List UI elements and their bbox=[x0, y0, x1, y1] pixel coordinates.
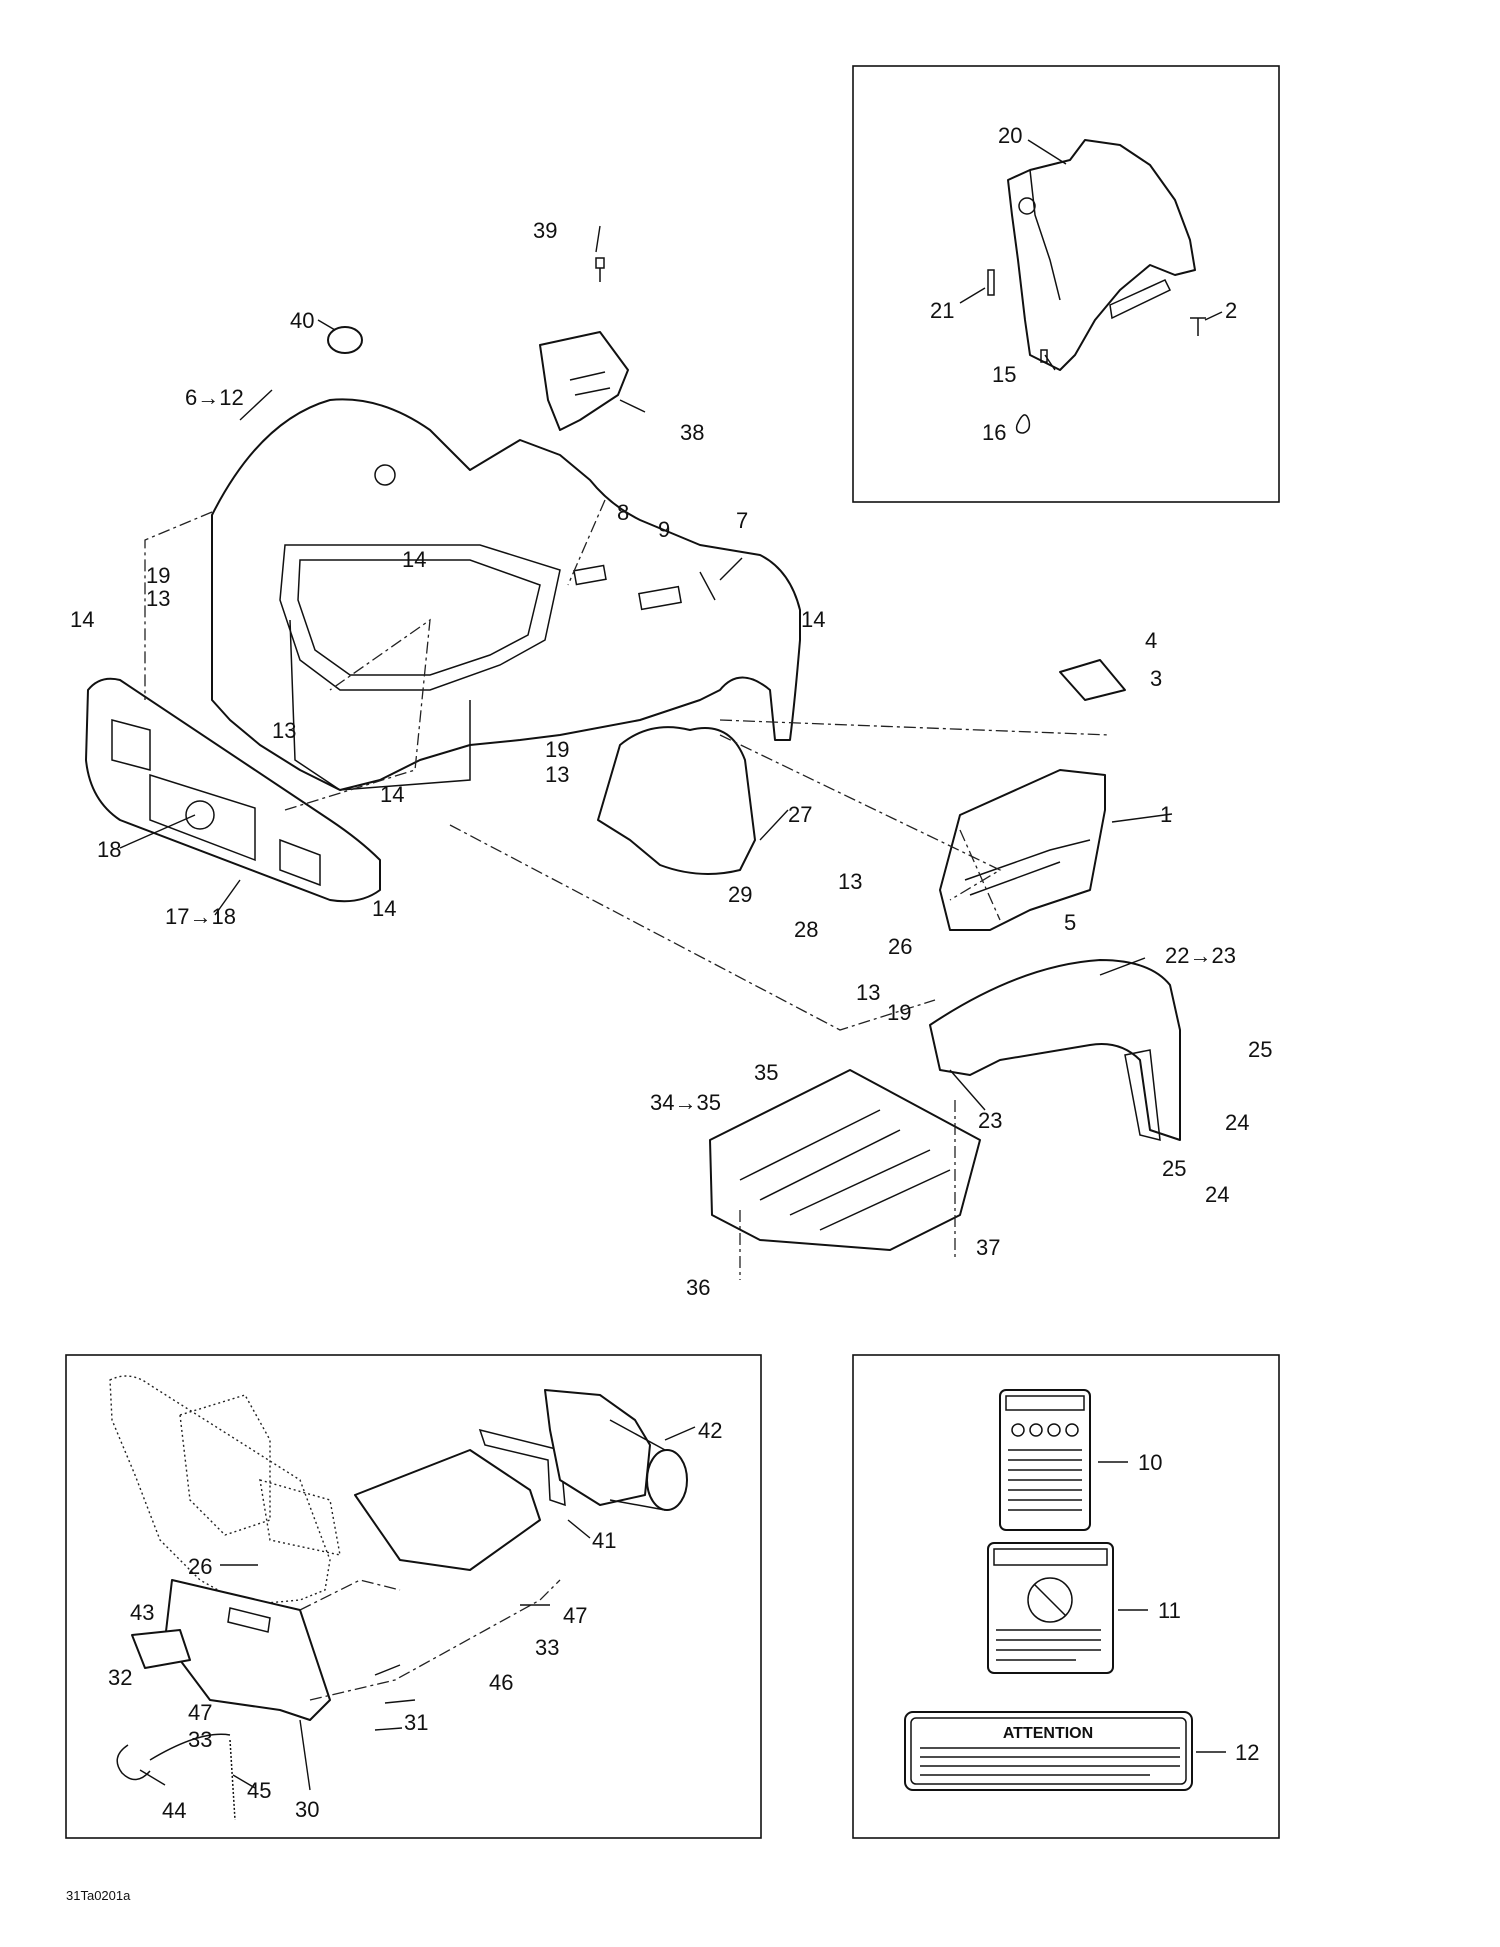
callout-12: 12 bbox=[1235, 1740, 1259, 1765]
callout-14e: 14 bbox=[372, 896, 396, 921]
main-callouts: 39 40 6→12 38 8 9 7 19 13 14 14 14 4 3 1… bbox=[70, 218, 1272, 1300]
callout-10: 10 bbox=[1138, 1450, 1162, 1475]
callout-5: 5 bbox=[1064, 910, 1076, 935]
inset-decals: ATTENTION 10 11 12 bbox=[852, 1354, 1280, 1839]
callout-42: 42 bbox=[698, 1418, 722, 1443]
callout-19a: 19 bbox=[146, 563, 170, 588]
callout-27: 27 bbox=[788, 802, 812, 827]
callout-43: 43 bbox=[130, 1600, 154, 1625]
callout-1: 1 bbox=[1160, 802, 1172, 827]
callout-19b: 19 bbox=[545, 737, 569, 762]
callout-23: 23 bbox=[978, 1108, 1002, 1133]
callout-36: 36 bbox=[686, 1275, 710, 1300]
callout-8: 8 bbox=[617, 500, 629, 525]
callout-35: 35 bbox=[754, 1060, 778, 1085]
callout-39: 39 bbox=[533, 218, 557, 243]
callout-14a: 14 bbox=[402, 547, 426, 572]
callout-37: 37 bbox=[976, 1235, 1000, 1260]
callout-24a: 24 bbox=[1225, 1110, 1249, 1135]
callout-33b: 33 bbox=[188, 1727, 212, 1752]
callout-20: 20 bbox=[998, 123, 1022, 148]
callout-47a: 47 bbox=[563, 1603, 587, 1628]
callout-17-18: 17→18 bbox=[165, 904, 236, 929]
figure-code: 31Ta0201a bbox=[66, 1888, 131, 1903]
callout-13e: 13 bbox=[856, 980, 880, 1005]
callout-16: 16 bbox=[982, 420, 1006, 445]
callout-44: 44 bbox=[162, 1798, 186, 1823]
callout-21: 21 bbox=[930, 298, 954, 323]
callout-3: 3 bbox=[1150, 666, 1162, 691]
callout-45: 45 bbox=[247, 1778, 271, 1803]
callout-22-23: 22→23 bbox=[1165, 943, 1236, 968]
inset-winch-kit: 42 41 26 43 47 33 46 32 47 33 31 30 45 4… bbox=[65, 1354, 762, 1839]
callout-33a: 33 bbox=[535, 1635, 559, 1660]
callout-47b: 47 bbox=[188, 1700, 212, 1725]
callout-7: 7 bbox=[736, 508, 748, 533]
callout-13b: 13 bbox=[272, 718, 296, 743]
callout-18: 18 bbox=[97, 837, 121, 862]
callout-34-35: 34→35 bbox=[650, 1090, 721, 1115]
callout-13a: 13 bbox=[146, 586, 170, 611]
callout-24b: 24 bbox=[1205, 1182, 1229, 1207]
callout-41: 41 bbox=[592, 1528, 616, 1553]
callout-31: 31 bbox=[404, 1710, 428, 1735]
callout-11: 11 bbox=[1158, 1598, 1181, 1623]
callout-2: 2 bbox=[1225, 298, 1237, 323]
callout-30: 30 bbox=[295, 1797, 319, 1822]
callout-32: 32 bbox=[108, 1665, 132, 1690]
callout-14d: 14 bbox=[380, 782, 404, 807]
inset-side-panel: 20 21 2 15 16 bbox=[852, 65, 1280, 503]
callout-13d: 13 bbox=[838, 869, 862, 894]
callout-26a: 26 bbox=[888, 934, 912, 959]
callout-29: 29 bbox=[728, 882, 752, 907]
callout-19c: 19 bbox=[887, 1000, 911, 1025]
callout-38: 38 bbox=[680, 420, 704, 445]
callout-6-12: 6→12 bbox=[185, 385, 244, 410]
callout-46: 46 bbox=[489, 1670, 513, 1695]
callout-25a: 25 bbox=[1248, 1037, 1272, 1062]
callout-4: 4 bbox=[1145, 628, 1157, 653]
callout-40: 40 bbox=[290, 308, 314, 333]
callout-14c: 14 bbox=[801, 607, 825, 632]
callout-13c: 13 bbox=[545, 762, 569, 787]
callout-15: 15 bbox=[992, 362, 1016, 387]
callout-26b: 26 bbox=[188, 1554, 212, 1579]
callout-9: 9 bbox=[658, 517, 670, 542]
callout-14b: 14 bbox=[70, 607, 94, 632]
callout-25b: 25 bbox=[1162, 1156, 1186, 1181]
callout-28: 28 bbox=[794, 917, 818, 942]
front-body-assembly bbox=[85, 225, 1181, 1280]
decal-attention-title: ATTENTION bbox=[1003, 1725, 1093, 1742]
